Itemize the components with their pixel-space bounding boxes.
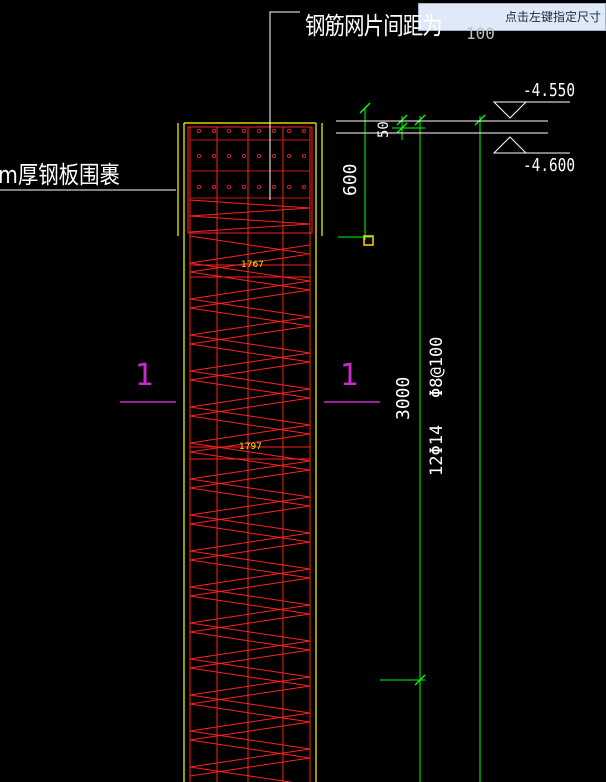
mesh-dots — [190, 128, 310, 199]
steel-plate-wrap — [187, 126, 313, 234]
connector-label-2: 1797 — [239, 442, 262, 452]
mesh-dot — [196, 184, 201, 189]
selection-grip[interactable] — [363, 235, 374, 246]
mesh-dot — [301, 153, 306, 158]
connector-label-1: 1767 — [241, 260, 264, 270]
mesh-dot — [241, 153, 246, 158]
elevation-lines — [336, 120, 548, 134]
mesh-dot — [271, 128, 276, 133]
stirrup-dense — [189, 199, 311, 233]
mesh-dot — [271, 184, 276, 189]
section-mark-right[interactable]: 1 — [340, 358, 360, 393]
elevation-marker-bottom — [492, 136, 570, 154]
mesh-spacing-value[interactable]: 100 — [466, 24, 495, 43]
mesh-dot — [256, 153, 261, 158]
mesh-dot — [226, 153, 231, 158]
dimension-3000-text[interactable]: 3000 — [393, 376, 414, 420]
column-outline — [177, 122, 323, 782]
dimension-lines — [338, 108, 481, 782]
mesh-dot — [226, 128, 231, 133]
mesh-dot — [256, 128, 261, 133]
mesh-dot — [301, 184, 306, 189]
dimension-600-text[interactable]: 600 — [340, 163, 361, 196]
mesh-dot — [256, 184, 261, 189]
mesh-dot — [286, 128, 291, 133]
mesh-dot — [196, 128, 201, 133]
mesh-dot — [301, 128, 306, 133]
mesh-dot — [211, 153, 216, 158]
connector-lines — [190, 264, 310, 460]
mesh-dot — [241, 184, 246, 189]
mesh-spacing-label[interactable]: 钢筋网片间距为 — [305, 12, 443, 40]
dimension-ticks — [359, 102, 486, 686]
mesh-dot — [286, 153, 291, 158]
command-tooltip: 点击左键指定尺寸 — [418, 3, 606, 31]
stirrup-main — [189, 235, 311, 777]
mesh-dot — [271, 153, 276, 158]
mesh-dot — [286, 184, 291, 189]
mesh-dot — [226, 184, 231, 189]
main-bar-spec-text[interactable]: 12Φ14 — [427, 424, 447, 476]
mesh-dot — [211, 128, 216, 133]
mesh-dot — [196, 153, 201, 158]
elevation-top-text[interactable]: -4.550 — [523, 80, 576, 101]
dimension-50-text[interactable]: 50 — [376, 121, 392, 138]
mesh-dot — [241, 128, 246, 133]
stirrup-zigzag — [189, 199, 311, 782]
elevation-bottom-text[interactable]: -4.600 — [523, 155, 576, 176]
stirrup-cross — [189, 244, 311, 782]
elevation-marker-top — [492, 101, 570, 119]
stirrup-spec-text[interactable]: Φ8@100 — [427, 336, 447, 398]
steel-wrap-label[interactable]: m厚钢板围裹 — [0, 161, 120, 189]
mesh-dot — [211, 184, 216, 189]
leader-lines — [0, 11, 300, 200]
section-mark-left[interactable]: 1 — [135, 358, 155, 393]
